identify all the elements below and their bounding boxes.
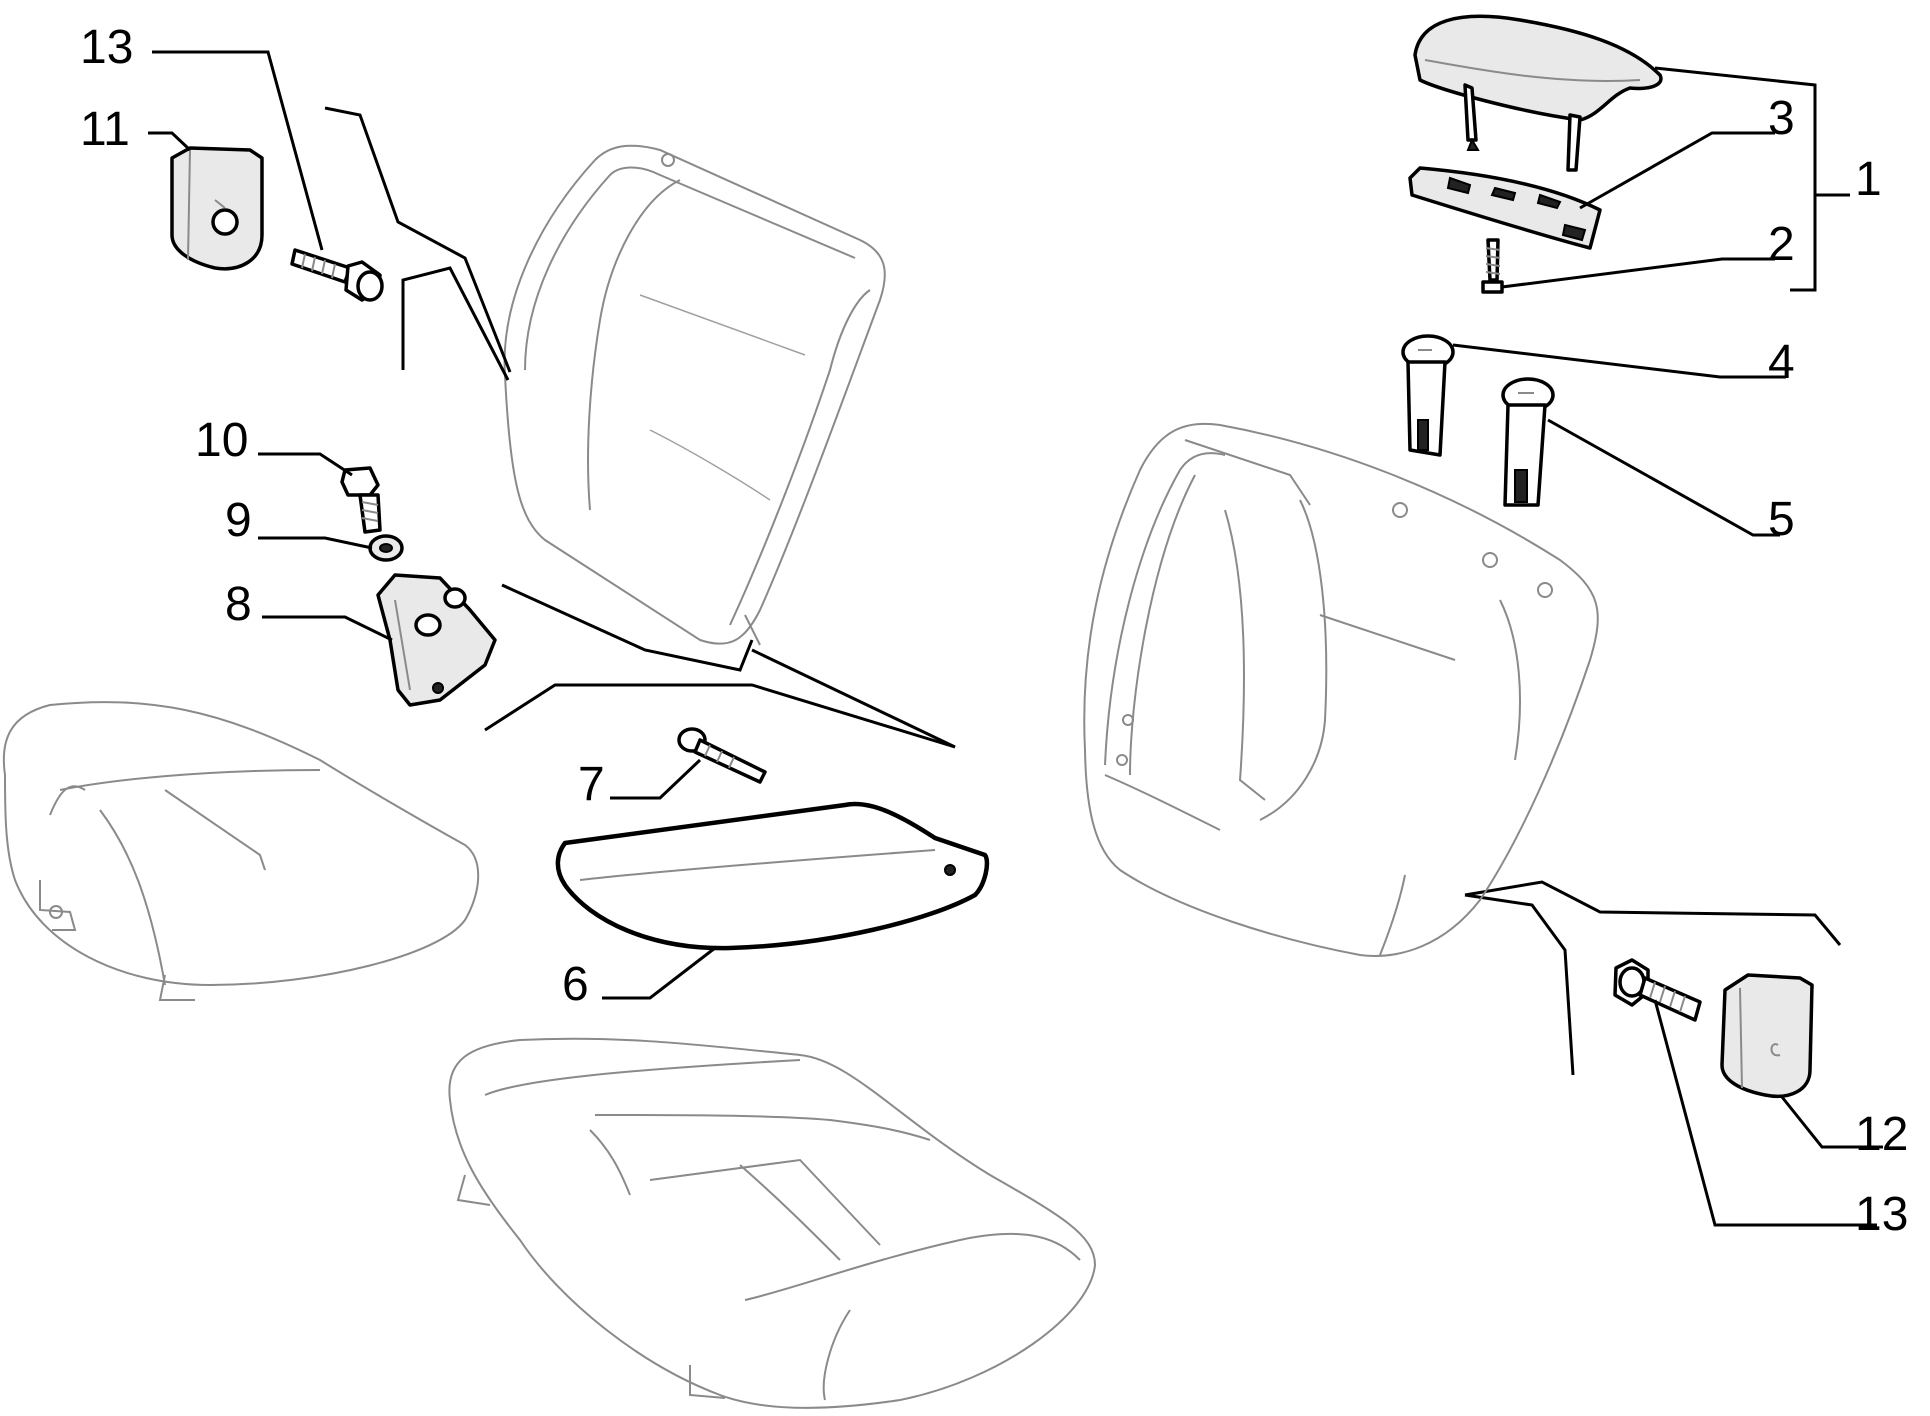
callout-13-bottom: 13 <box>1855 1188 1908 1241</box>
callout-5: 5 <box>1768 493 1795 546</box>
callout-7: 7 <box>578 758 605 811</box>
callout-13-top: 13 <box>80 21 133 74</box>
callout-10: 10 <box>195 414 248 467</box>
headrest-bracket-icon <box>1408 166 1602 250</box>
hinge-bracket-icon <box>376 573 497 707</box>
bolt-icon <box>1613 958 1702 1022</box>
headrest-icon <box>1413 14 1663 172</box>
callout-2: 2 <box>1768 218 1795 271</box>
bolt-icon <box>290 248 384 302</box>
cover-cap-icon <box>170 146 264 271</box>
screw-icon <box>677 727 767 784</box>
callout-6: 6 <box>562 958 589 1011</box>
callout-12: 12 <box>1855 1108 1908 1161</box>
callout-3: 3 <box>1768 92 1795 145</box>
left-backrest-icon <box>503 144 886 646</box>
callout-9: 9 <box>225 494 252 547</box>
screw-icon <box>1481 238 1504 294</box>
left-seat-cushion-icon <box>2 701 480 1001</box>
center-seat-cushion-icon <box>448 1037 1097 1409</box>
callout-11: 11 <box>80 103 130 156</box>
reference-lines <box>324 106 1842 1076</box>
armrest-pad-icon <box>555 801 990 951</box>
bolt-icon <box>340 466 382 534</box>
washer-icon <box>368 534 404 562</box>
callout-8: 8 <box>225 578 252 631</box>
cover-cap-icon <box>1720 973 1814 1098</box>
leader-lines <box>148 50 1883 1227</box>
headrest-guide-icon <box>1401 334 1455 457</box>
right-backrest-icon <box>1083 422 1599 957</box>
callout-labels: 13 11 10 9 8 7 6 3 1 2 4 5 12 13 <box>80 21 1908 1241</box>
callout-1: 1 <box>1855 153 1882 206</box>
headrest-guide-icon <box>1501 377 1555 507</box>
callout-4: 4 <box>1768 336 1795 389</box>
